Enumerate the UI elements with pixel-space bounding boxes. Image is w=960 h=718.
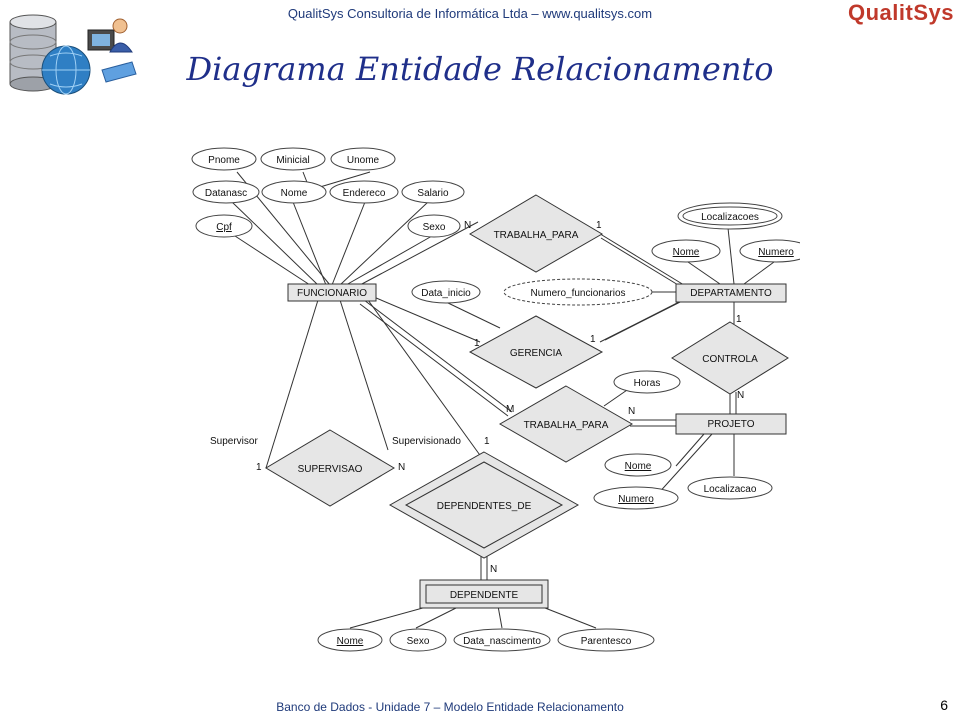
svg-text:Nome: Nome (281, 188, 308, 199)
svg-text:1: 1 (590, 334, 596, 345)
svg-text:Numero_funcionarios: Numero_funcionarios (530, 288, 625, 299)
er-diagram: Pnome Minicial Unome Datanasc Nome Ender… (191, 147, 800, 652)
svg-text:Endereco: Endereco (343, 188, 386, 199)
page-title: Diagrama Entidade Relacionamento (186, 50, 774, 88)
cardinality-labels: N 1 1 1 1 N M N 1 N 1 N (256, 220, 744, 575)
svg-text:1: 1 (484, 436, 490, 447)
svg-text:N: N (737, 390, 744, 401)
svg-text:FUNCIONARIO: FUNCIONARIO (297, 288, 367, 299)
svg-text:Localizacao: Localizacao (704, 484, 757, 495)
svg-text:Salario: Salario (417, 188, 449, 199)
role-labels: Supervisor Supervisionado (210, 436, 461, 447)
attribute-salario: Salario (401, 180, 465, 204)
footer-text: Banco de Dados - Unidade 7 – Modelo Enti… (276, 700, 624, 714)
attribute-numero-projeto: Numero (593, 486, 679, 510)
svg-text:Nome: Nome (337, 636, 364, 647)
svg-text:1: 1 (736, 314, 742, 325)
svg-text:Supervisor: Supervisor (210, 436, 258, 447)
svg-text:GERENCIA: GERENCIA (510, 348, 563, 359)
svg-text:1: 1 (256, 462, 262, 473)
attribute-numero-funcionarios: Numero_funcionarios (503, 278, 653, 306)
attribute-data-nascimento: Data_nascimento (453, 628, 551, 652)
attribute-nome-departamento: Nome (651, 239, 721, 263)
svg-text:Localizacoes: Localizacoes (701, 212, 759, 223)
database-cylinder-icon (9, 14, 57, 92)
svg-text:DEPARTAMENTO: DEPARTAMENTO (690, 288, 772, 299)
svg-text:N: N (628, 406, 635, 417)
svg-text:Data_nascimento: Data_nascimento (463, 636, 541, 647)
svg-text:Horas: Horas (634, 378, 661, 389)
relationship-supervisao: SUPERVISAO (265, 429, 395, 507)
attribute-minicial: Minicial (260, 147, 326, 171)
svg-text:Nome: Nome (673, 247, 700, 258)
svg-text:TRABALHA_PARA: TRABALHA_PARA (524, 420, 609, 431)
svg-text:Cpf: Cpf (216, 222, 232, 233)
brand-logo: QualitSys (847, 0, 954, 25)
relationship-dependentes-de: DEPENDENTES_DE (388, 451, 580, 559)
page-number: 6 (940, 697, 948, 713)
computer-user-icon (87, 18, 137, 83)
company-header: QualitSys Consultoria de Informática Ltd… (287, 6, 653, 21)
svg-text:1: 1 (474, 338, 480, 349)
attribute-data-inicio: Data_inicio (411, 280, 481, 304)
attribute-pnome: Pnome (191, 147, 257, 171)
svg-text:PROJETO: PROJETO (707, 419, 754, 430)
attribute-parentesco: Parentesco (557, 628, 655, 652)
svg-text:Parentesco: Parentesco (581, 636, 632, 647)
attribute-numero-departamento: Numero (739, 239, 800, 263)
svg-text:N: N (398, 462, 405, 473)
svg-text:Sexo: Sexo (407, 636, 430, 647)
entity-projeto: PROJETO (675, 413, 787, 435)
attribute-horas: Horas (613, 370, 681, 394)
svg-text:TRABALHA_PARA: TRABALHA_PARA (494, 230, 579, 241)
attribute-nome: Nome (261, 180, 327, 204)
svg-text:Minicial: Minicial (276, 155, 309, 166)
svg-text:1: 1 (596, 220, 602, 231)
relationship-gerencia: GERENCIA (468, 315, 604, 389)
svg-text:N: N (464, 220, 471, 231)
attribute-sexo: Sexo (407, 214, 461, 238)
attribute-localizacoes: Localizacoes (677, 202, 783, 230)
svg-text:Supervisionado: Supervisionado (392, 436, 461, 447)
entity-departamento: DEPARTAMENTO (675, 283, 787, 303)
globe-icon (41, 45, 91, 95)
attribute-unome: Unome (330, 147, 396, 171)
svg-text:Unome: Unome (347, 155, 380, 166)
svg-text:Numero: Numero (618, 494, 654, 505)
attribute-nome-dependente: Nome (317, 628, 383, 652)
relationship-controla: CONTROLA (671, 321, 789, 395)
relationship-trabalha-para-projeto: TRABALHA_PARA (498, 385, 634, 463)
svg-text:DEPENDENTE: DEPENDENTE (450, 590, 519, 601)
attribute-sexo-dependente: Sexo (389, 628, 447, 652)
entity-dependente: DEPENDENTE (419, 579, 549, 609)
database-logo (6, 8, 138, 100)
svg-text:SUPERVISAO: SUPERVISAO (298, 464, 363, 475)
attribute-nome-projeto: Nome (604, 453, 672, 477)
entity-funcionario: FUNCIONARIO (287, 283, 377, 302)
svg-text:M: M (506, 404, 514, 415)
attribute-endereco: Endereco (329, 180, 399, 204)
svg-text:N: N (490, 564, 497, 575)
attribute-cpf: Cpf (195, 214, 253, 238)
attribute-datanasc: Datanasc (192, 180, 260, 204)
svg-text:Datanasc: Datanasc (205, 188, 247, 199)
relationship-trabalha-para-departamento: TRABALHA_PARA (469, 194, 603, 273)
svg-text:Nome: Nome (625, 461, 652, 472)
connector-lines (231, 171, 775, 629)
svg-text:Sexo: Sexo (423, 222, 446, 233)
svg-text:Pnome: Pnome (208, 155, 240, 166)
svg-text:CONTROLA: CONTROLA (702, 354, 758, 365)
svg-text:Data_inicio: Data_inicio (421, 288, 471, 299)
svg-text:Numero: Numero (758, 247, 794, 258)
attribute-localizacao: Localizacao (687, 476, 773, 500)
svg-text:DEPENDENTES_DE: DEPENDENTES_DE (437, 501, 532, 512)
